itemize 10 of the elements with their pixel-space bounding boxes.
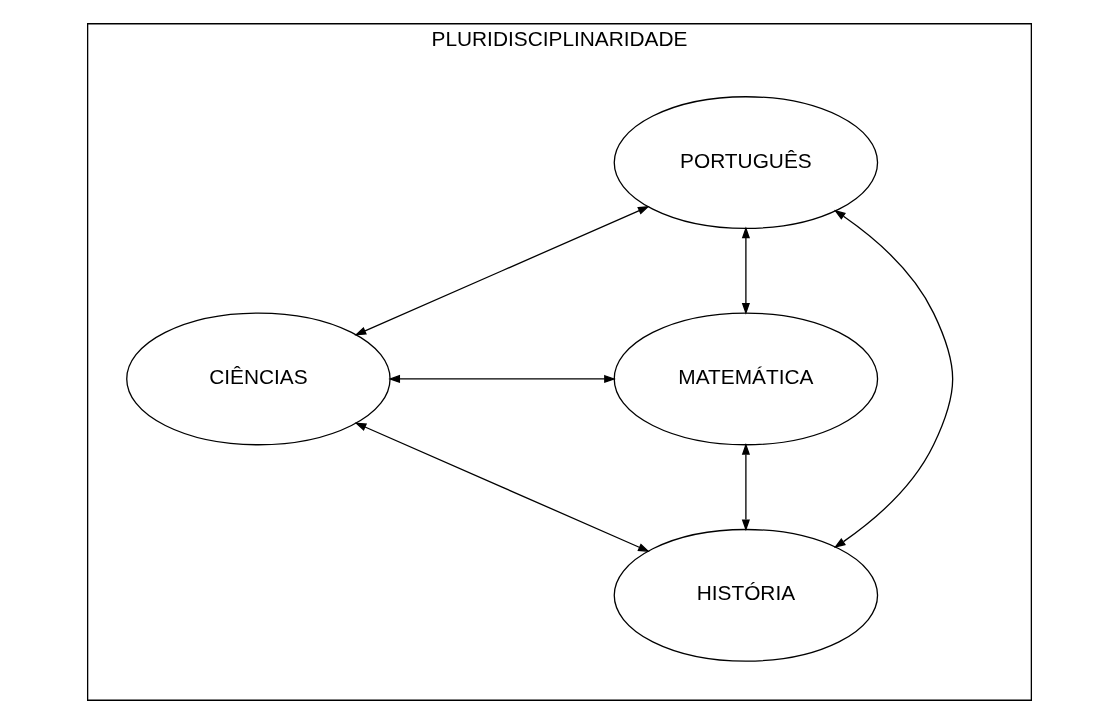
- node-ellipse: MATEMÁTICA: [613, 312, 879, 446]
- node-ellipse: CIÊNCIAS: [126, 312, 391, 446]
- arrow: [741, 226, 750, 315]
- node-ellipse: PORTUGUÊS: [613, 96, 879, 230]
- arrow: [833, 209, 954, 549]
- arrow: [388, 374, 616, 384]
- arrow: [354, 206, 650, 336]
- arrow: [354, 422, 650, 552]
- arrow: [741, 443, 750, 532]
- node-ellipse: HISTÓRIA: [613, 528, 879, 662]
